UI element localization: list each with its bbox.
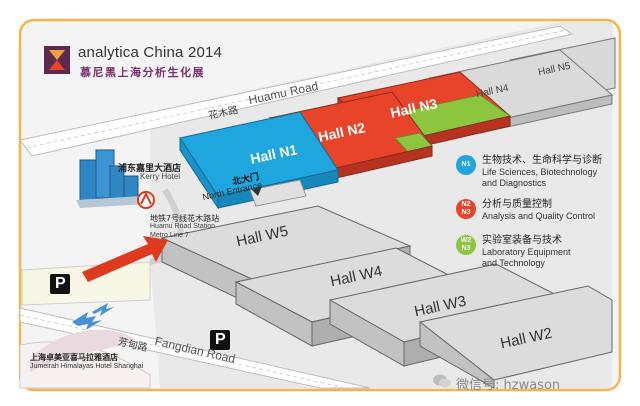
metro-station-label-en2: Metro Line 7: [150, 232, 189, 239]
huamu-road: [19, 25, 574, 157]
parking-lot: [21, 261, 151, 306]
jumeirah-label-cn: 上海卓美亚喜马拉雅酒店: [30, 353, 118, 362]
legend-label-cn: 实验室装备与技术: [482, 235, 562, 246]
legend-label-en2: and Technology: [482, 257, 545, 268]
jumeirah-label-en: Jumeirah Himalayas Hotel Shanghai: [30, 363, 144, 370]
wechat-icon: [433, 374, 451, 388]
kerry-hotel-label-cn: 浦东嘉里大酒店: [118, 164, 182, 174]
kerry-hotel-towers: [76, 149, 148, 208]
watermark-text: 微信号: hzwason: [456, 378, 561, 393]
brand-name-cn: 慕尼黑上海分析生化展: [80, 66, 205, 79]
metro-icon: [137, 191, 155, 209]
legend-label-cn: 分析与质量控制: [482, 199, 552, 210]
parking-label-left: P: [55, 275, 66, 292]
metro-station-label-en1: Huamu Road Station: [150, 223, 215, 230]
parking-label-right: P: [215, 331, 226, 348]
legend-label-en2: and Diagnostics: [482, 177, 547, 188]
legend-label-en1: Laboratory Equipment: [482, 247, 571, 257]
legend-label-en1: Analysis and Quality Control: [482, 211, 596, 221]
north-entrance-building: [249, 179, 307, 207]
analytica-logo-icon: [44, 46, 70, 74]
brand-year: 2014: [187, 44, 223, 61]
kerry-hotel-label-en: Kerry Hotel: [140, 172, 181, 181]
fangdian-road: [19, 307, 371, 389]
walkway-arrows-icon: [72, 303, 114, 330]
legend-label-en1: Life Sciences, Biotechnology: [482, 167, 598, 177]
brand-name: analytica China 2014: [78, 44, 223, 61]
legend-label-cn: 生物技术、生命科学与诊断: [482, 155, 602, 166]
entry-arrow-icon: [82, 236, 168, 282]
parking-icon-left: [50, 274, 70, 294]
legend-badge-n1: N1: [456, 155, 476, 175]
metro-station-label-cn: 地铁7号线花木路站: [150, 214, 220, 223]
parking-icon-right: [210, 330, 230, 350]
jumeirah-building: [30, 329, 135, 372]
